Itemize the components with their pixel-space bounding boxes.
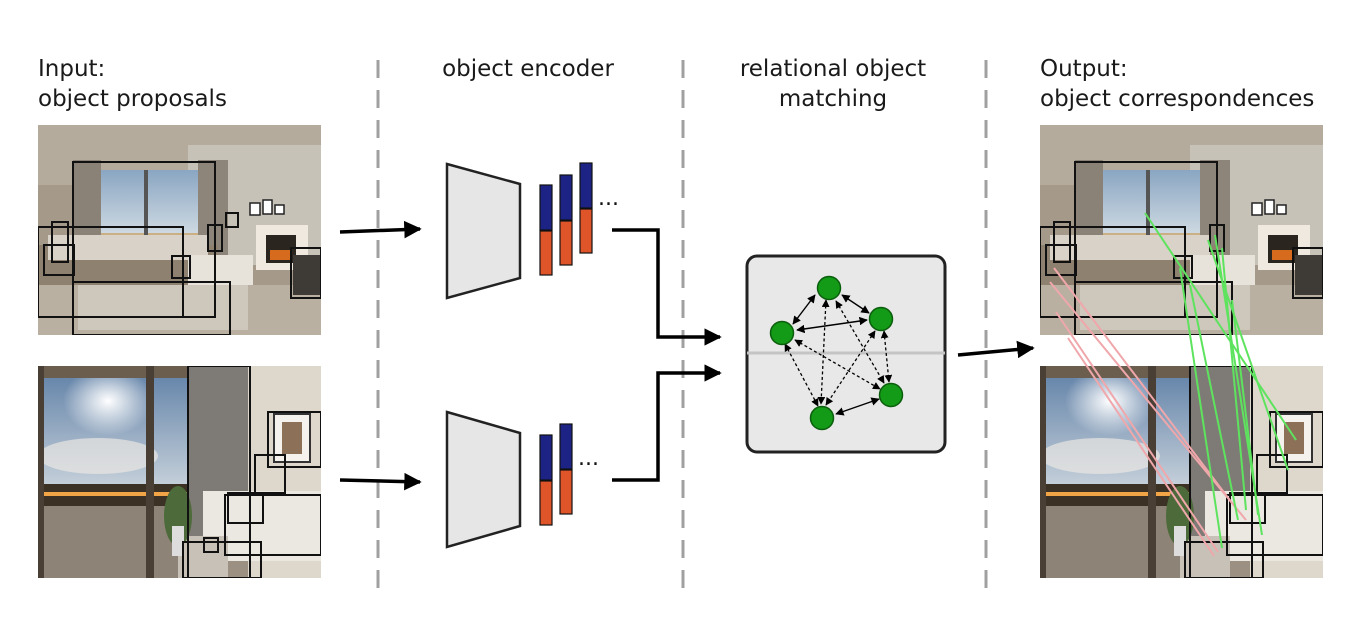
matching-header-line2: matching xyxy=(779,86,887,112)
feature-top-1a xyxy=(539,184,553,231)
match-good-6 xyxy=(1189,284,1239,521)
match-good-1 xyxy=(1144,212,1297,441)
feature-bottom-2b xyxy=(559,469,573,515)
encoder-bottom: ... xyxy=(445,410,599,549)
arrow-input-bottom xyxy=(339,472,422,491)
graph-node-b xyxy=(816,275,842,301)
input-image-top xyxy=(38,125,321,335)
match-good-4 xyxy=(1221,247,1247,511)
feature-bottom-1c xyxy=(579,208,593,254)
input-header-line2: object proposals xyxy=(38,86,227,112)
graph-node-d xyxy=(809,405,835,431)
encoder-trapezoid-bottom xyxy=(445,410,522,549)
encoder-header: object encoder xyxy=(442,56,614,82)
correspondence-lines xyxy=(1049,212,1297,557)
encoder-trapezoid-top xyxy=(445,162,522,300)
edge-c-d xyxy=(825,330,876,406)
output-header-line2: object correspondences xyxy=(1040,86,1314,112)
feature-bottom-1b xyxy=(559,220,573,266)
arrow-input-top xyxy=(339,220,422,239)
arrow-encoder-top xyxy=(612,228,722,346)
match-bad-1 xyxy=(1053,267,1233,504)
match-bad-4 xyxy=(1067,337,1215,557)
feature-bottom-1a xyxy=(539,230,553,276)
feature-top-2a xyxy=(539,434,553,481)
arrow-encoder-bottom xyxy=(612,364,722,482)
encoder-bottom-ellipsis: ... xyxy=(578,446,599,471)
edge-b-d xyxy=(817,299,830,405)
feature-top-1c xyxy=(579,162,593,209)
graph-node-e xyxy=(878,382,904,408)
input-header-line1: Input: xyxy=(38,56,105,82)
input-image-bottom xyxy=(38,366,321,578)
matching-graph xyxy=(745,254,947,454)
encoder-top: ... xyxy=(445,162,619,300)
matching-header-line1: relational object xyxy=(740,56,926,82)
arrow-to-output xyxy=(957,340,1035,359)
graph-node-a xyxy=(769,320,795,346)
match-good-7 xyxy=(1231,299,1259,516)
edge-b-e xyxy=(835,300,885,384)
feature-top-1b xyxy=(559,174,573,221)
match-bad-2 xyxy=(1049,281,1247,521)
output-image-top xyxy=(1040,125,1323,335)
match-bad-3 xyxy=(1055,311,1219,553)
output-header-line1: Output: xyxy=(1040,56,1128,82)
proposal-boxes-bottom xyxy=(182,366,321,578)
proposal-boxes-top xyxy=(38,161,321,335)
graph-node-c xyxy=(868,306,894,332)
feature-top-2b xyxy=(559,423,573,470)
output-image-bottom xyxy=(1040,366,1323,578)
encoder-top-ellipsis: ... xyxy=(598,186,619,211)
feature-bottom-2a xyxy=(539,480,553,526)
match-good-5 xyxy=(1179,267,1223,549)
